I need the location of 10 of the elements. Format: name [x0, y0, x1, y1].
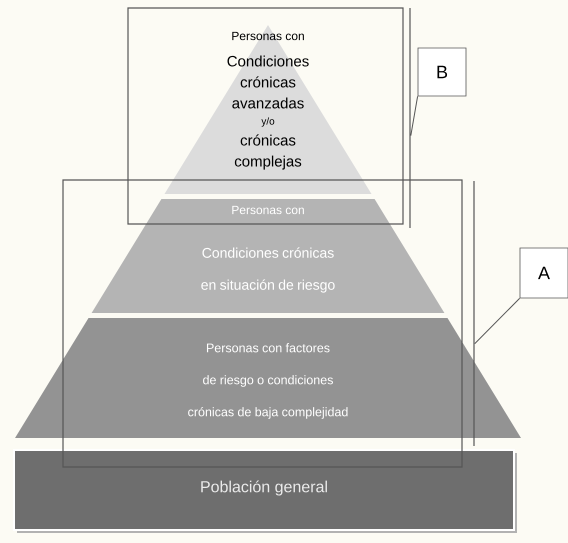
pyramid-tier: Personas con factores de riesgo o condiciones crónicas de baja complejidad: [15, 318, 521, 438]
leader-line: [410, 96, 418, 136]
base-block: Población general: [13, 449, 517, 533]
pyramid-tier: Personas con Condiciones crónicas en situación de riesgo: [92, 199, 444, 313]
label-box: B: [418, 48, 466, 96]
bracketed-frame: [62, 179, 475, 468]
leader-line: [474, 298, 520, 344]
bracketed-frame: [127, 7, 411, 228]
label-box: A: [520, 248, 568, 298]
pyramid-tier: Personas con Condiciones crónicas avanzadas y/o crónicas complejas: [164, 25, 372, 194]
